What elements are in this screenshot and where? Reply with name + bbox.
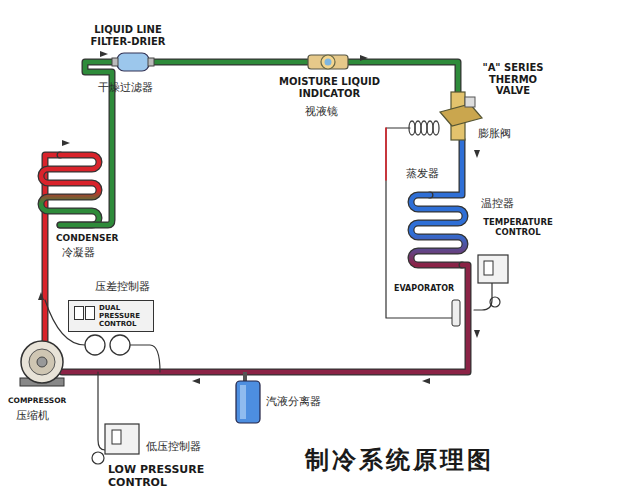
low-pressure-control [105,424,139,454]
english-label: COMPRESSOR [8,397,88,406]
diagram-title: 制冷系统原理图 [305,446,494,474]
switch-window [85,306,95,320]
compressor [20,341,64,386]
flow-arrow [38,51,480,384]
english-label: CONDENSER [56,233,126,243]
chinese-label: 膨胀阀 [478,128,538,141]
english-label: LIQUID LINE FILTER-DRIER [78,24,178,47]
english-label: MOISTURE LIQUID INDICATOR [262,76,397,99]
chinese-label: 冷凝器 [62,247,122,260]
chinese-label: 蒸发器 [406,168,466,181]
chinese-label: 视液镜 [305,106,365,119]
english-label: LOW PRESSURE CONTROL [108,464,218,489]
english-label: TEMPERATURE CONTROL [476,218,560,238]
chinese-label: 温控器 [481,198,541,211]
accumulator [236,372,260,423]
sensing-bulb [452,300,460,326]
sight-glass [308,55,348,69]
chinese-label: 干燥过滤器 [98,82,188,95]
pressure-control-box: 压差控制器DUAL PRESSURE CONTROL [68,300,154,332]
english-label: "A" SERIES THERMO VALVE [470,62,556,97]
chinese-label: 低压控制器 [146,441,236,454]
component-heading: 压差控制器 [95,279,150,294]
english-label: EVAPORATOR [394,284,456,293]
pressure-bellows [85,335,130,355]
chinese-label: 压缩机 [16,410,76,423]
component-text: DUAL PRESSURE CONTROL [99,304,149,328]
switch-window [74,306,84,320]
filter-drier [112,53,154,71]
chinese-label: 汽液分离器 [266,396,356,409]
expansion-valve [409,92,482,140]
temperature-control [478,255,508,283]
